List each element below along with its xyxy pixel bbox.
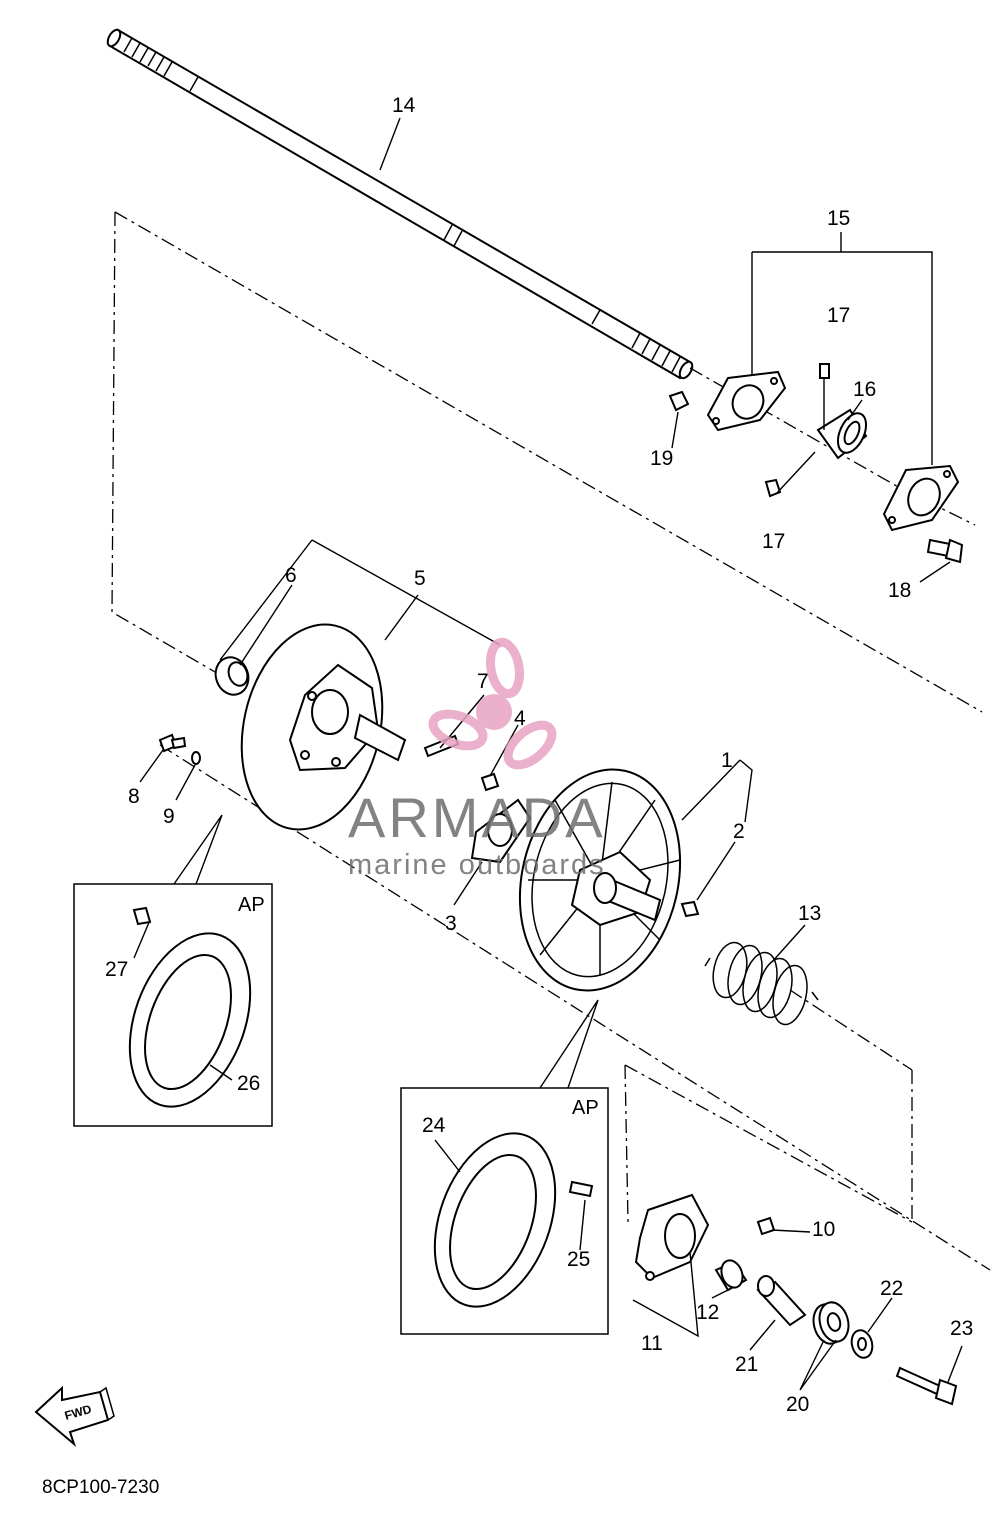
nut-19 <box>668 390 690 412</box>
drawing-code: 8CP100-7230 <box>42 1477 159 1498</box>
label-part-1: 1 <box>721 749 733 772</box>
inset-left <box>73 814 273 1127</box>
label-part-8: 8 <box>128 785 140 808</box>
shaft-part-14 <box>106 28 694 380</box>
screw-8 <box>158 733 187 753</box>
label-part-27: 27 <box>105 958 128 981</box>
label-part-9: 9 <box>163 805 175 828</box>
label-part-24: 24 <box>422 1114 446 1137</box>
label-part-23: 23 <box>950 1317 973 1340</box>
label-part-19: 19 <box>650 447 673 470</box>
bearing-housing-right <box>882 464 960 532</box>
label-part-22: 22 <box>880 1277 903 1300</box>
label-part-20: 20 <box>786 1393 809 1416</box>
bearing-housing-15 <box>706 370 787 432</box>
bolt-23 <box>895 1366 958 1406</box>
label-part-4: 4 <box>514 707 526 730</box>
label-part-18: 18 <box>888 579 911 602</box>
label-part-17-top: 17 <box>827 304 850 327</box>
spring-13 <box>704 941 819 1026</box>
label-part-2: 2 <box>733 820 745 843</box>
grease-nipples-17 <box>764 363 830 498</box>
label-part-13: 13 <box>798 902 821 925</box>
label-part-3: 3 <box>445 912 457 935</box>
inset-right-ap-label: AP <box>572 1097 599 1119</box>
watermark-propeller-logo-icon <box>428 637 557 770</box>
part-number-labels: 14 15 17 16 19 17 18 6 5 7 4 8 9 1 2 3 1… <box>105 94 973 1416</box>
seal-6 <box>214 656 250 696</box>
fwd-arrow-icon: FWD <box>34 1385 115 1448</box>
group-brackets <box>219 232 933 1338</box>
label-part-21: 21 <box>735 1353 758 1376</box>
fixed-sheave-5 <box>240 623 407 831</box>
watermark-brand: ARMADA <box>348 786 606 849</box>
label-part-25: 25 <box>567 1248 590 1271</box>
label-part-6: 6 <box>285 564 297 587</box>
inset-right <box>400 999 609 1335</box>
gasket-3 <box>470 798 532 864</box>
label-part-11: 11 <box>641 1332 663 1355</box>
label-part-10: 10 <box>812 1218 835 1241</box>
bushing-12 <box>714 1259 748 1292</box>
label-part-5: 5 <box>414 567 426 590</box>
assembly-center-lines <box>111 211 991 1271</box>
screw-2 <box>680 900 700 918</box>
label-part-7: 7 <box>477 670 489 693</box>
label-part-16: 16 <box>853 378 876 401</box>
inset-left-ap-label: AP <box>238 894 265 916</box>
watermark-tagline: marine outboards <box>348 849 606 881</box>
label-part-17-bottom: 17 <box>762 530 785 553</box>
label-part-14: 14 <box>392 94 416 117</box>
collar-21 <box>756 1275 807 1327</box>
bearing-16 <box>816 408 868 460</box>
washer-9 <box>191 751 201 765</box>
label-part-15: 15 <box>827 207 850 230</box>
cam-11 <box>634 1193 710 1281</box>
movable-sheave-1 <box>518 768 682 992</box>
label-part-12: 12 <box>696 1301 719 1324</box>
label-part-26: 26 <box>237 1072 260 1095</box>
leader-lines <box>133 117 963 1391</box>
bolt-18 <box>926 538 964 564</box>
washer-22 <box>850 1329 874 1359</box>
nut-10 <box>756 1216 776 1236</box>
bushings-20 <box>812 1301 850 1345</box>
